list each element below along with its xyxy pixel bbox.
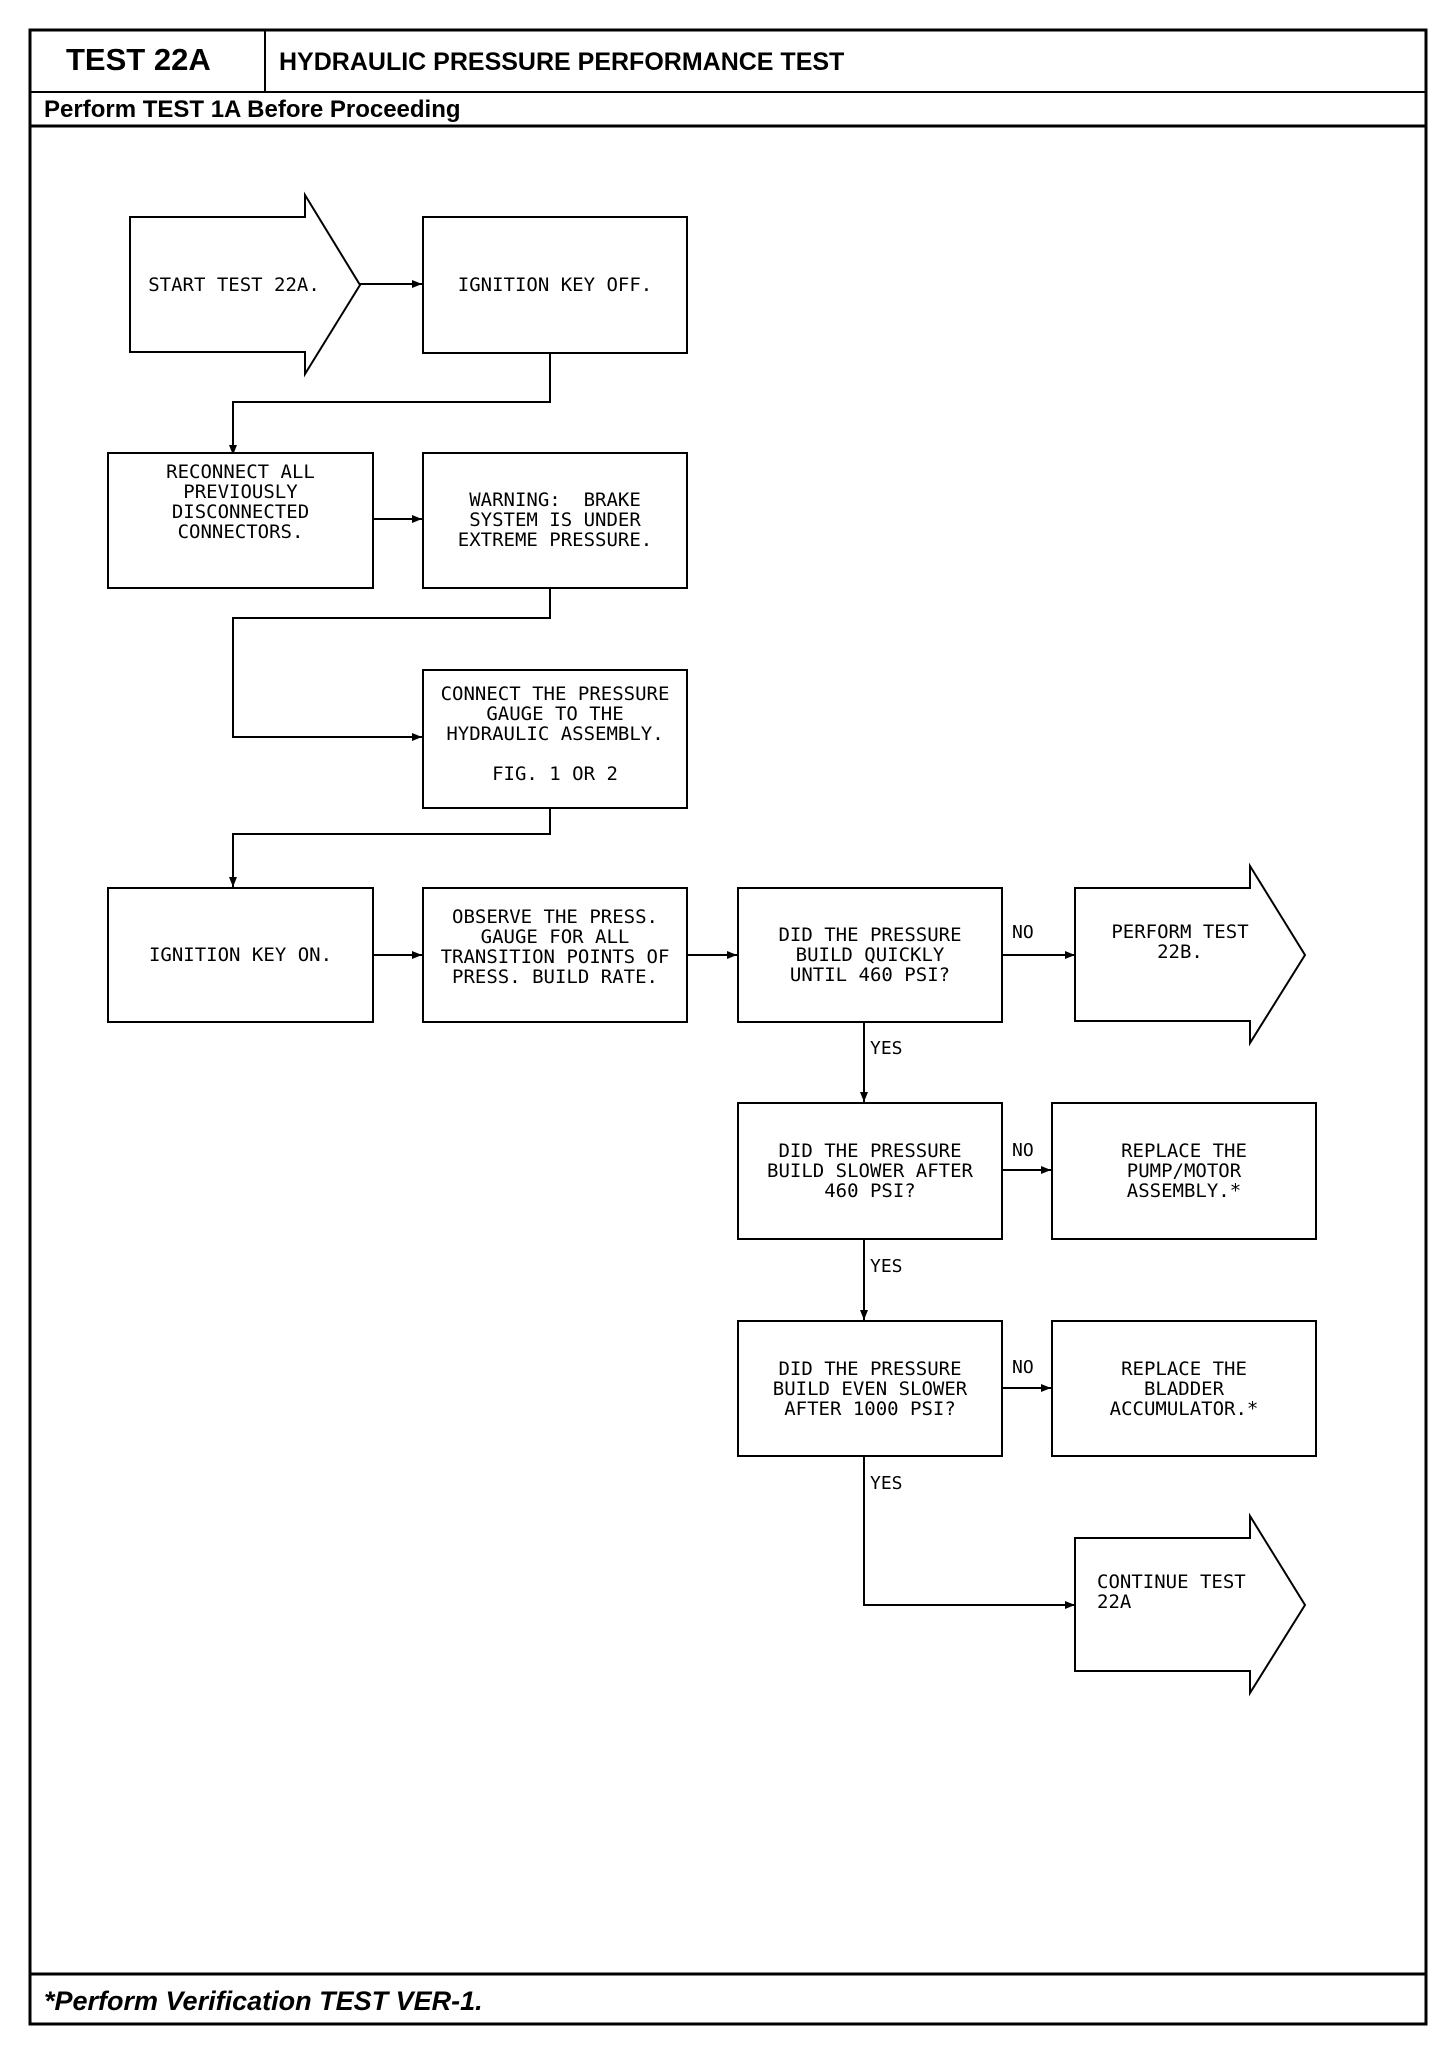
no-label-2: NO <box>1012 1140 1034 1161</box>
observe-gauge-text: OBSERVE THE PRESS. GAUGE FOR ALL TRANSIT… <box>440 906 670 988</box>
ignition-key-off-text: IGNITION KEY OFF. <box>457 274 653 296</box>
yes-label-1: YES <box>870 1038 903 1059</box>
warning-box <box>422 452 688 589</box>
page-subtitle: Perform TEST 1A Before Proceeding <box>44 96 461 123</box>
start-arrow-shape <box>129 191 362 378</box>
replace-pump-text: REPLACE THE PUMP/MOTOR ASSEMBLY.* <box>1121 1140 1247 1202</box>
page-title: HYDRAULIC PRESSURE PERFORMANCE TEST <box>279 48 845 76</box>
question-3-box <box>737 1320 1003 1457</box>
start-test-text: START TEST 22A. <box>148 273 320 296</box>
no-label-1: NO <box>1012 922 1034 943</box>
test-id: TEST 22A <box>66 42 211 77</box>
question-1-text: DID THE PRESSURE BUILD QUICKLY UNTIL 460… <box>778 924 962 986</box>
connect-gauge-text: CONNECT THE PRESSURE GAUGE TO THE HYDRAU… <box>440 683 670 745</box>
question-2-box <box>737 1102 1003 1240</box>
reconnect-connectors-text: RECONNECT ALL PREVIOUSLY DISCONNECTED CO… <box>166 461 315 543</box>
continue-arrow-shape <box>1074 1512 1307 1697</box>
continue-test-text: CONTINUE TEST 22A <box>1097 1571 1246 1613</box>
replace-pump-box <box>1051 1102 1317 1240</box>
yes-label-3: YES <box>870 1473 903 1494</box>
question-1-box <box>737 887 1003 1023</box>
perform-22b-text: PERFORM TEST 22B. <box>1111 921 1249 963</box>
ignition-key-on-box <box>107 887 374 1023</box>
connect-gauge-fig-text: FIG. 1 OR 2 <box>492 763 618 785</box>
yes-label-2: YES <box>870 1256 903 1277</box>
observe-gauge-box <box>422 887 688 1023</box>
reconnect-connectors-box <box>107 452 374 589</box>
question-3-text: DID THE PRESSURE BUILD EVEN SLOWER AFTER… <box>772 1357 968 1420</box>
no-label-3: NO <box>1012 1357 1034 1378</box>
ignition-key-on-text: IGNITION KEY ON. <box>148 944 333 966</box>
warning-text: WARNING: BRAKE SYSTEM IS UNDER EXTREME P… <box>457 489 653 551</box>
replace-bladder-box <box>1051 1320 1317 1457</box>
footer-note: *Perform Verification TEST VER-1. <box>44 1986 483 2016</box>
perform-22b-arrow-shape <box>1074 862 1307 1047</box>
replace-bladder-text: REPLACE THE BLADDER ACCUMULATOR.* <box>1109 1357 1259 1420</box>
connect-gauge-box <box>422 669 688 809</box>
question-2-text: DID THE PRESSURE BUILD SLOWER AFTER 460 … <box>767 1140 973 1202</box>
ignition-key-off-box <box>422 216 688 354</box>
